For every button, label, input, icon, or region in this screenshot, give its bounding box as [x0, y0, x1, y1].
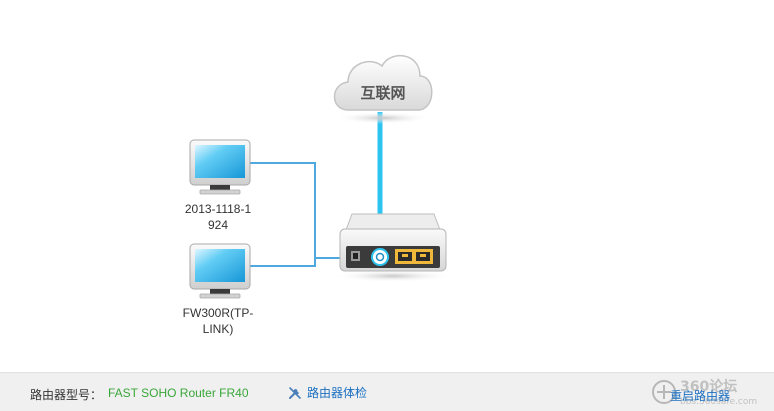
- svg-text:360论坛: 360论坛: [680, 378, 737, 395]
- svg-text:bbs.360safe.com: bbs.360safe.com: [680, 397, 757, 407]
- router-model-value: FAST SOHO Router FR40: [108, 386, 249, 400]
- restart-router-button[interactable]: 重启路由器: [669, 389, 730, 403]
- device-label: 2013-1118-1 924: [184, 202, 252, 232]
- lan-links: [250, 162, 342, 267]
- monitor-icon: [189, 139, 251, 195]
- forum-watermark-logo: 360论坛 bbs.360safe.com: [652, 378, 757, 407]
- router-icon: [333, 213, 453, 282]
- monitor-icon: [189, 243, 251, 299]
- cloud-label: 互联网: [360, 84, 405, 102]
- router-model-label: 路由器型号：: [30, 388, 103, 402]
- status-bar: 路由器型号： FAST SOHO Router FR40 路由器体检 360论坛…: [0, 372, 774, 411]
- router-checkup-button[interactable]: 路由器体检: [288, 384, 367, 401]
- device-label: FW300R(TP- LINK): [182, 306, 254, 336]
- wrench-icon: [289, 386, 301, 399]
- cloud-icon: 互联网: [333, 54, 433, 124]
- router-checkup-label: 路由器体检: [307, 386, 368, 400]
- network-topology: 互联网: [189, 54, 453, 299]
